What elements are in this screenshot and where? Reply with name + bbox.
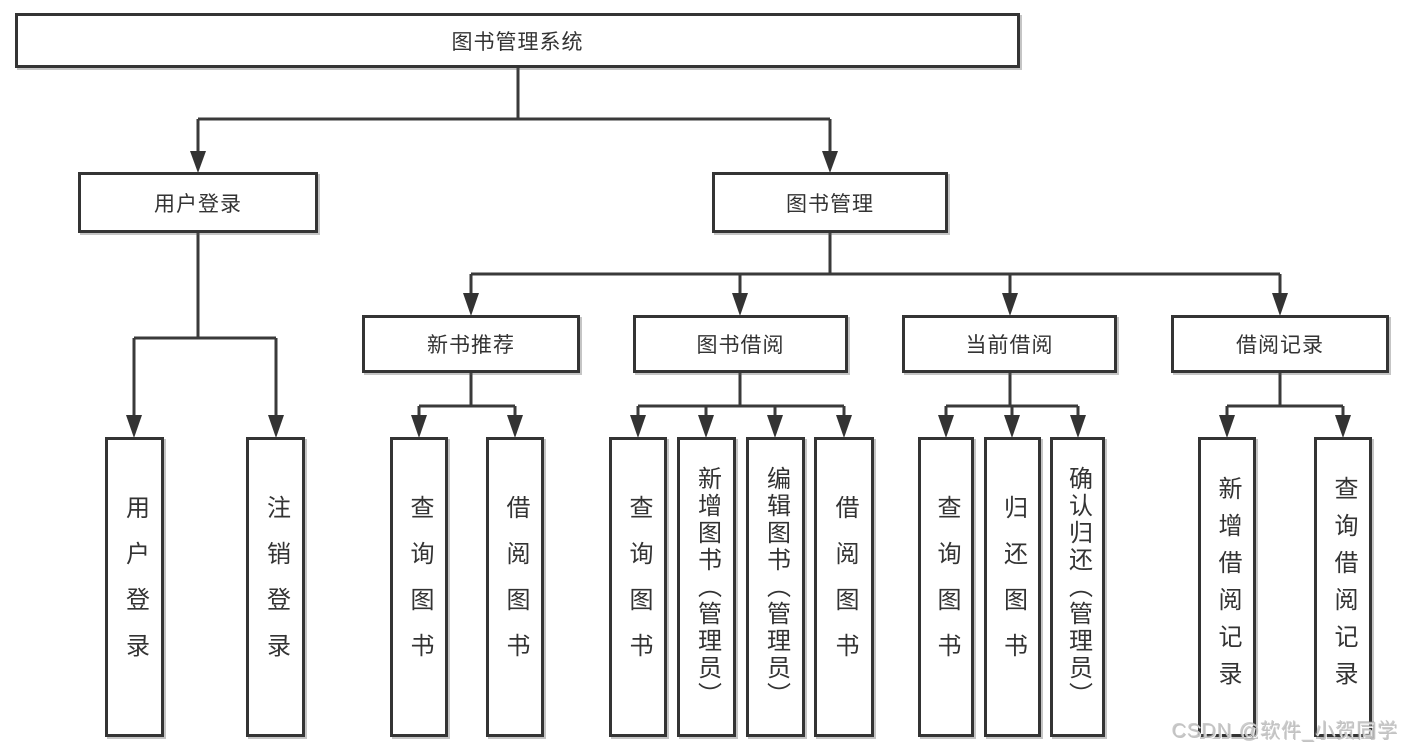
leaf-query-books-newbook: 查询图书 <box>390 437 448 737</box>
leaf-label: 确认归还（管理员） <box>1064 465 1092 709</box>
arrowhead-br-query <box>1335 415 1351 438</box>
leaf-label: 查询图书 <box>406 495 433 679</box>
node-current-borrowing: 当前借阅 <box>902 315 1117 373</box>
arrowhead-bb-edit <box>767 415 783 438</box>
connector-new-book-to-leaves <box>411 373 523 438</box>
leaf-label: 借阅图书 <box>831 495 858 679</box>
arrowhead-book-management <box>822 151 838 173</box>
leaf-label: 编辑图书（管理员） <box>762 465 790 709</box>
csdn-watermark: CSDN @软件_小贺同学 <box>1172 721 1399 743</box>
leaf-user-login: 用户登录 <box>105 437 164 737</box>
leaf-query-books-borrowing: 查询图书 <box>609 437 667 737</box>
leaf-confirm-return-admin: 确认归还（管理员） <box>1050 437 1105 737</box>
arrowhead-bb-add <box>698 415 714 438</box>
arrowhead-borrowing-records <box>1272 293 1288 316</box>
arrowhead-book-borrowing <box>732 293 748 316</box>
connector-user-login-to-leaves <box>126 233 284 438</box>
leaf-label: 注销登录 <box>262 495 290 679</box>
node-label: 图书借阅 <box>696 334 785 357</box>
node-label: 用户登录 <box>154 192 242 216</box>
connector-book-management-to-level3 <box>463 233 1288 316</box>
leaf-borrow-books-newbook: 借阅图书 <box>486 437 544 737</box>
leaf-query-books-current: 查询图书 <box>918 437 974 737</box>
arrowhead-user-login <box>190 151 206 173</box>
node-user-login: 用户登录 <box>78 172 318 233</box>
leaf-label: 查询借阅记录 <box>1330 476 1357 698</box>
arrowhead-leaf-logout <box>268 415 284 438</box>
connector-borrowing-records-to-leaves <box>1219 373 1351 438</box>
arrowhead-new-book <box>463 293 479 316</box>
arrowhead-nb-query <box>411 415 427 438</box>
leaf-label: 新增借阅记录 <box>1214 476 1241 698</box>
arrowhead-current-borrowing <box>1002 293 1018 316</box>
leaf-add-books-admin: 新增图书（管理员） <box>677 437 736 737</box>
arrowhead-cb-query <box>938 415 954 438</box>
arrowhead-bb-query <box>630 415 646 438</box>
node-label: 图书管理系统 <box>451 30 584 54</box>
node-label: 当前借阅 <box>965 334 1054 357</box>
leaf-label: 归还图书 <box>999 495 1027 679</box>
arrowhead-br-add <box>1219 415 1235 438</box>
leaf-label: 借阅图书 <box>502 495 529 679</box>
leaf-query-borrowing-record: 查询借阅记录 <box>1314 437 1372 737</box>
node-label: 借阅记录 <box>1236 334 1324 357</box>
connector-book-borrowing-to-leaves <box>630 373 852 438</box>
leaf-label: 查询图书 <box>933 495 960 679</box>
leaf-label: 用户登录 <box>121 495 149 679</box>
node-label: 图书管理 <box>786 192 874 216</box>
leaf-return-books: 归还图书 <box>984 437 1041 737</box>
leaf-label: 新增图书（管理员） <box>693 465 721 709</box>
arrowhead-nb-borrow <box>507 415 523 438</box>
connector-current-borrowing-to-leaves <box>938 373 1086 438</box>
node-library-management-system: 图书管理系统 <box>15 13 1020 68</box>
connector-root-to-level2 <box>190 68 838 173</box>
node-book-borrowing: 图书借阅 <box>633 315 848 373</box>
arrowhead-bb-borrow <box>836 415 852 438</box>
arrowhead-leaf-login <box>126 415 142 438</box>
node-label: 新书推荐 <box>427 334 515 357</box>
node-borrowing-records: 借阅记录 <box>1171 315 1389 373</box>
leaf-edit-books-admin: 编辑图书（管理员） <box>746 437 805 737</box>
leaf-borrow-books-borrowing: 借阅图书 <box>814 437 874 737</box>
arrowhead-cb-confirm <box>1070 415 1086 438</box>
node-book-management: 图书管理 <box>712 172 948 233</box>
leaf-logout: 注销登录 <box>246 437 305 737</box>
leaf-add-borrowing-record: 新增借阅记录 <box>1198 437 1256 737</box>
arrowhead-cb-return <box>1004 415 1020 438</box>
node-new-book-recommendation: 新书推荐 <box>362 315 580 373</box>
leaf-label: 查询图书 <box>625 495 652 679</box>
